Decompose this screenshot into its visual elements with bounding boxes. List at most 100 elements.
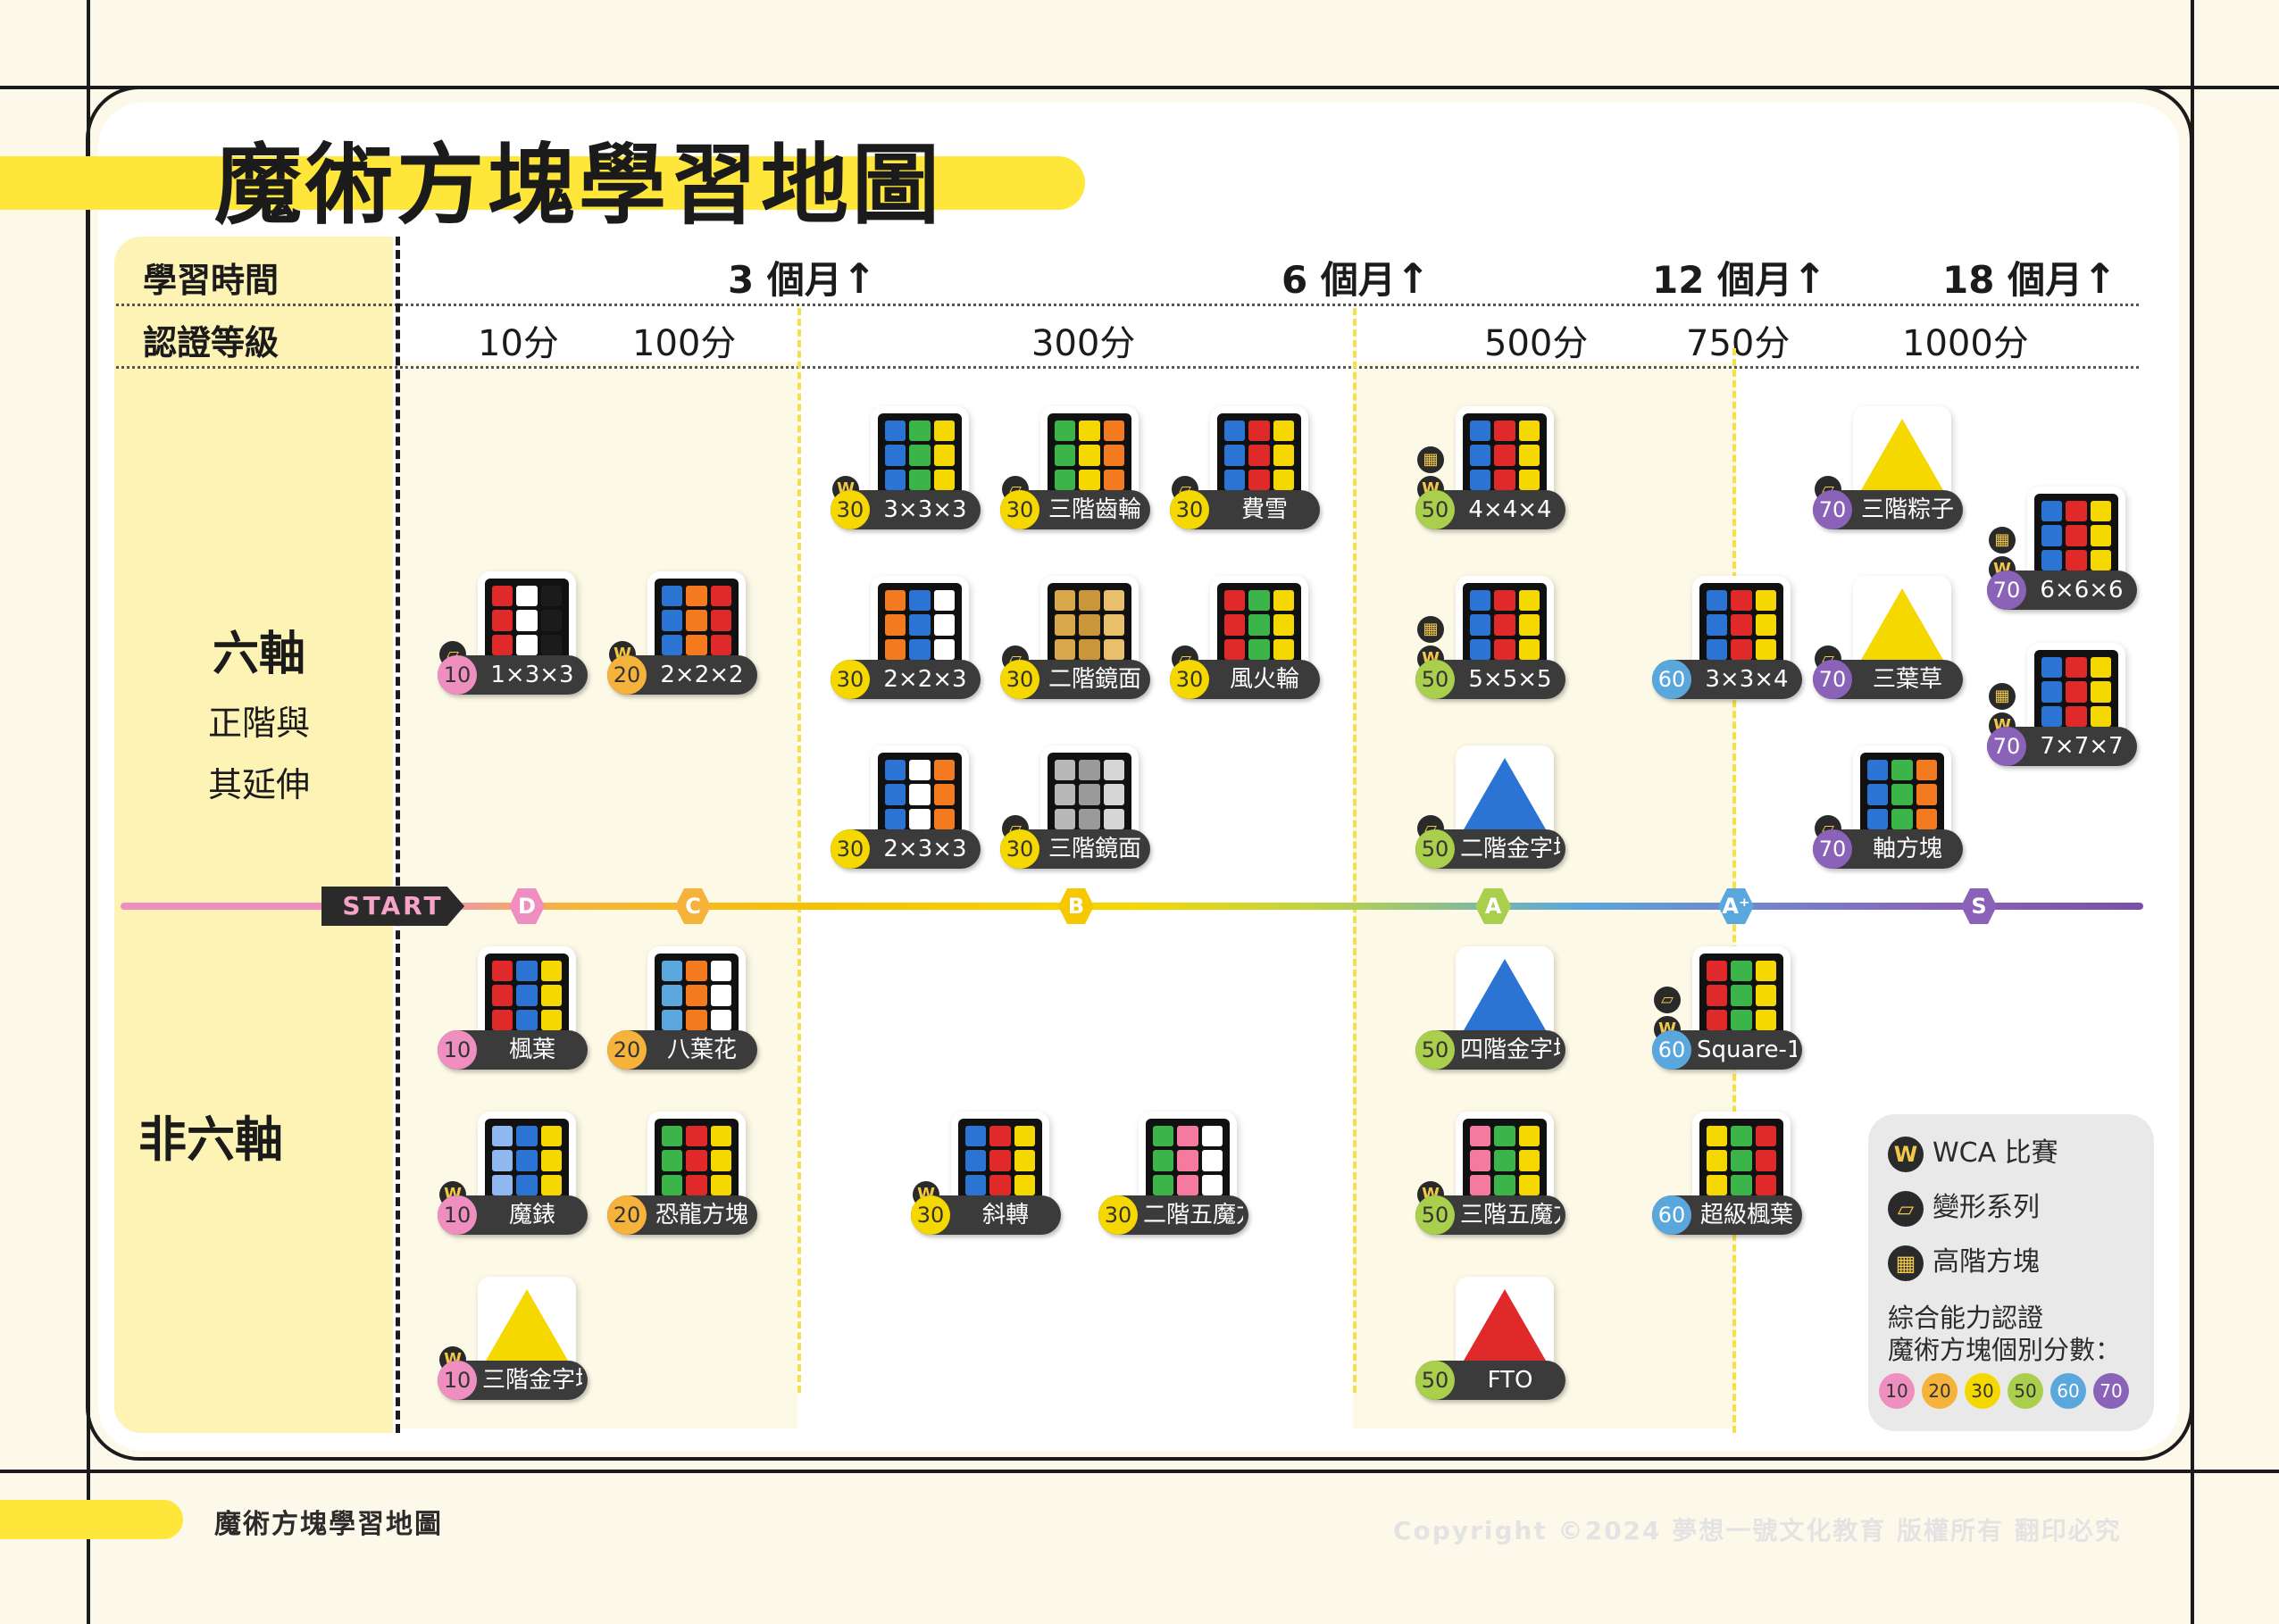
title-highlight <box>0 156 1085 210</box>
puzzle-label: 10三階金字塔 <box>438 1361 588 1400</box>
high-order-icon: ▦ <box>1989 527 2016 554</box>
high-order-icon: ▦ <box>1417 616 1444 643</box>
transform-icon: ▱ <box>1888 1190 1924 1227</box>
cube-shape <box>485 579 569 662</box>
score-badge: 30 <box>831 490 870 529</box>
puzzle-label: 30 2×2×3 <box>831 660 981 699</box>
cube-shape <box>485 954 569 1037</box>
puzzle-name: 2×2×2 <box>660 662 744 688</box>
puzzle-image <box>1853 745 1951 844</box>
puzzle-name: 三階五魔方 <box>1460 1202 1560 1228</box>
grade-d: D <box>509 888 545 924</box>
transform-icon: ▱ <box>1654 987 1681 1013</box>
puzzle-label: 30 3×3×3 <box>831 490 981 529</box>
score-mark-750: 750分 <box>1686 323 1791 364</box>
divider-dashed-1 <box>797 308 801 1393</box>
score-badge: 70 <box>1987 570 2026 610</box>
puzzle-image <box>647 1112 746 1210</box>
puzzle-image <box>1692 576 1791 674</box>
frame-line-bottom <box>0 1470 2279 1473</box>
row-label-time: 學習時間 <box>143 261 280 300</box>
score-badge: 30 <box>1000 829 1039 869</box>
time-mark-12m: 12 個月↑ <box>1652 254 1827 303</box>
cube-shape <box>878 753 962 837</box>
puzzle-image <box>1456 576 1554 674</box>
cube-shape <box>1217 583 1301 667</box>
score-badge: 20 <box>607 1195 647 1235</box>
cube-shape <box>2034 494 2118 578</box>
puzzle-name: 3×3×3 <box>883 496 967 523</box>
score-badge: 30 <box>911 1195 950 1235</box>
puzzle-name: 楓葉 <box>508 1037 555 1063</box>
score-badge: 50 <box>1415 1195 1455 1235</box>
score-badge: 30 <box>1098 1195 1138 1235</box>
divider-dotted-1 <box>116 304 2139 306</box>
score-badge: 70 <box>1987 727 2026 766</box>
puzzle-item: 10 楓葉 <box>438 946 616 1089</box>
puzzle-name: 三階鏡面 <box>1048 836 1141 862</box>
puzzle-label: 10 楓葉 <box>438 1030 588 1070</box>
score-dot-20: 20 <box>1922 1373 1958 1409</box>
category-six-axis: 六軸 正階與 其延伸 <box>143 616 375 806</box>
grade-s: S <box>1961 888 1997 924</box>
puzzle-image <box>1040 745 1139 844</box>
score-badge: 30 <box>831 660 870 699</box>
start-line <box>396 237 400 1433</box>
map-card-border <box>86 86 2193 1461</box>
score-badge: 50 <box>1415 829 1455 869</box>
puzzle-image <box>478 946 576 1045</box>
score-badge: 10 <box>438 1030 477 1070</box>
cube-shape <box>1463 583 1547 667</box>
pyramid-shape <box>486 1289 568 1361</box>
puzzle-item: ▱50二階金字塔 <box>1415 745 1594 888</box>
legend-transform: ▱變形系列 <box>1888 1188 2040 1228</box>
score-mark-500: 500分 <box>1484 323 1589 364</box>
time-mark-3m: 3 個月↑ <box>728 254 877 303</box>
puzzle-item: W10三階金字塔 <box>438 1277 616 1420</box>
score-mark-300: 300分 <box>1031 323 1136 364</box>
score-badge: 70 <box>1813 490 1852 529</box>
pyramid-shape <box>1464 1289 1546 1361</box>
score-badge: 10 <box>438 655 477 695</box>
score-badge: 50 <box>1415 1030 1455 1070</box>
puzzle-image <box>647 946 746 1045</box>
puzzle-name: 二階鏡面 <box>1048 666 1141 693</box>
puzzle-name: FTO <box>1487 1367 1533 1394</box>
puzzle-name: 費雪 <box>1240 496 1288 523</box>
cube-shape <box>1699 1119 1783 1203</box>
cube-shape <box>1048 753 1131 837</box>
puzzle-image <box>478 571 576 670</box>
cube-shape <box>1463 1119 1547 1203</box>
puzzle-image <box>1853 576 1951 674</box>
cube-shape <box>655 954 739 1037</box>
score-badge: 30 <box>831 829 870 869</box>
cube-shape <box>1699 583 1783 667</box>
puzzle-name: 2×2×3 <box>883 666 967 693</box>
puzzle-name: 3×3×4 <box>1705 666 1789 693</box>
cube-shape <box>2034 650 2118 734</box>
puzzle-label: 50二階金字塔 <box>1415 829 1565 869</box>
pyramid-shape <box>1464 959 1546 1030</box>
footer-highlight <box>0 1500 183 1539</box>
